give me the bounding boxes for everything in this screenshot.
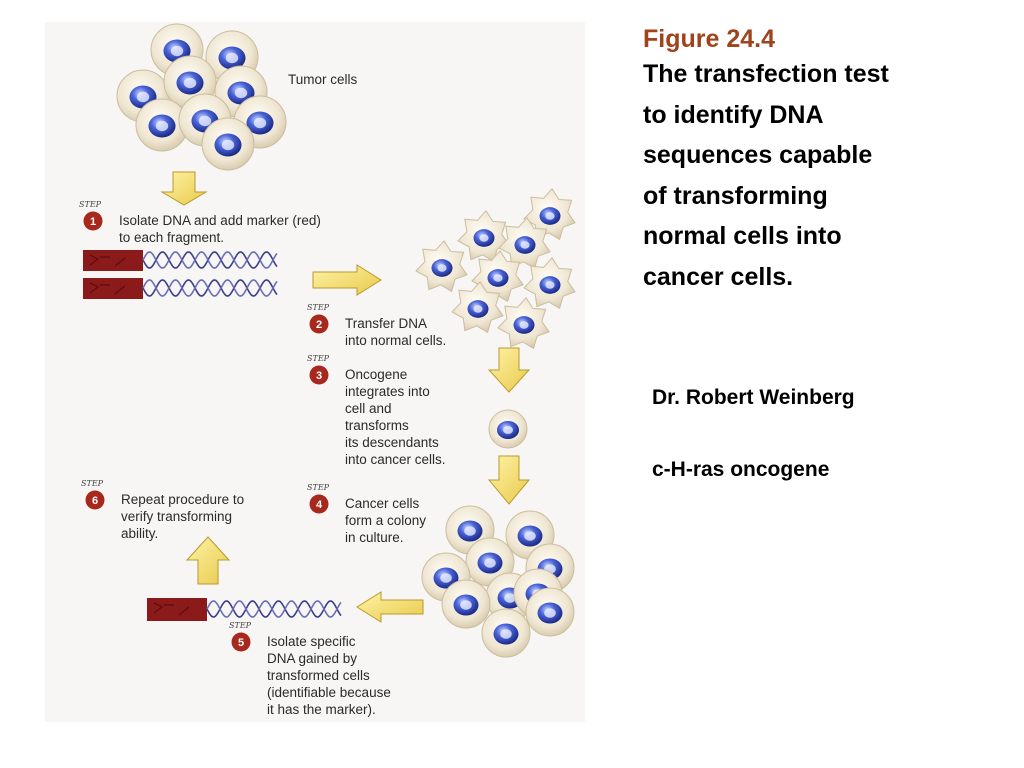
cell xyxy=(201,117,255,171)
step-1-line-2: to each fragment. xyxy=(119,230,224,245)
step-word: STEP xyxy=(307,354,330,363)
figure-number: Figure 24.4 xyxy=(643,25,775,53)
cell xyxy=(457,210,510,262)
transformed-cell xyxy=(488,409,528,449)
arrow-right-icon xyxy=(312,264,382,296)
step-3-line-4: transforms xyxy=(345,418,409,433)
step-number: 6 xyxy=(92,495,98,507)
step-number: 4 xyxy=(316,499,323,511)
step-5-line-3: transformed cells xyxy=(267,668,370,683)
figure-title-line: cancer cells. xyxy=(643,262,794,291)
step-badge xyxy=(231,632,251,652)
step-4-line-1: Cancer cells xyxy=(345,496,420,511)
arrow-left-icon xyxy=(356,591,424,623)
dna-fragment-1 xyxy=(83,250,278,271)
transfection-figure: Tumor cells STEP 1 Isolate DNA and add m… xyxy=(45,22,585,722)
step-number: 2 xyxy=(316,319,322,331)
step-3-line-5: its descendants xyxy=(345,435,439,450)
cell xyxy=(497,297,550,349)
tumor-cells-cluster xyxy=(116,23,287,171)
cell xyxy=(498,217,551,269)
cell xyxy=(525,587,575,637)
arrow-up-icon xyxy=(185,536,231,585)
cell xyxy=(441,579,491,629)
step-6-line-2: verify transforming xyxy=(121,509,232,524)
step-word: STEP xyxy=(307,303,330,312)
step-4-line-3: in culture. xyxy=(345,530,404,545)
step-3-line-2: integrates into xyxy=(345,384,430,399)
step-1: STEP 1 Isolate DNA and add marker (red) … xyxy=(79,200,321,245)
step-4: STEP 4 Cancer cells form a colony in cul… xyxy=(307,483,426,545)
figure-title-line: to identify DNA xyxy=(643,100,824,129)
cell xyxy=(481,608,531,658)
step-word: STEP xyxy=(79,200,102,209)
step-6-line-3: ability. xyxy=(121,526,158,541)
step-5-line-2: DNA gained by xyxy=(267,651,357,666)
step-2-line-1: Transfer DNA xyxy=(345,316,427,331)
cell xyxy=(415,240,468,292)
step-5-line-5: it has the marker). xyxy=(267,702,376,717)
step-badge xyxy=(309,494,329,514)
step-badge xyxy=(83,211,103,231)
cell xyxy=(135,98,189,152)
step-3-line-3: cell and xyxy=(345,401,392,416)
step-4-line-2: form a colony xyxy=(345,513,426,528)
oncogene-name: c-H-ras oncogene xyxy=(652,458,830,481)
step-6-line-1: Repeat procedure to xyxy=(121,492,244,507)
step-3: STEP 3 Oncogene integrates into cell and… xyxy=(307,354,446,467)
step-3-line-1: Oncogene xyxy=(345,367,407,382)
step-number: 3 xyxy=(316,370,322,382)
tumor-cells-label: Tumor cells xyxy=(288,72,358,87)
step-5-line-1: Isolate specific xyxy=(267,634,356,649)
cancer-colony-cluster xyxy=(421,505,575,658)
figure-title-line: sequences capable xyxy=(643,141,873,169)
step-word: STEP xyxy=(229,621,252,630)
figure-title-line: normal cells into xyxy=(643,222,842,250)
step-word: STEP xyxy=(81,479,104,488)
figure-caption: Figure 24.4 The transfection test to ide… xyxy=(643,24,1013,297)
cell xyxy=(523,257,576,309)
dna-fragment-2 xyxy=(83,278,278,299)
step-badge xyxy=(309,314,329,334)
step-2-line-2: into normal cells. xyxy=(345,333,446,348)
figure-title-line: of transforming xyxy=(643,181,828,210)
step-5: STEP 5 Isolate specific DNA gained by tr… xyxy=(229,621,391,717)
normal-cells-cluster xyxy=(415,188,576,349)
step-number: 5 xyxy=(238,637,244,649)
step-number: 1 xyxy=(90,216,96,228)
step-3-line-6: into cancer cells. xyxy=(345,452,446,467)
step-5-line-4: (identifiable because xyxy=(267,685,391,700)
step-word: STEP xyxy=(307,483,330,492)
step-badge xyxy=(85,490,105,510)
cell xyxy=(445,505,495,555)
arrow-down-icon xyxy=(160,171,208,206)
author-credit: Dr. Robert Weinberg xyxy=(652,386,855,409)
step-2: STEP 2 Transfer DNA into normal cells. xyxy=(307,303,446,348)
cell xyxy=(451,281,504,333)
step-6: STEP 6 Repeat procedure to verify transf… xyxy=(81,479,244,541)
figure-title-line: The transfection test xyxy=(643,60,889,88)
isolated-dna-fragment xyxy=(147,598,342,621)
arrow-down-icon xyxy=(487,455,531,505)
cell xyxy=(523,188,576,240)
arrow-down-icon xyxy=(487,347,531,393)
step-badge xyxy=(309,365,329,385)
step-1-line-1: Isolate DNA and add marker (red) xyxy=(119,213,321,228)
